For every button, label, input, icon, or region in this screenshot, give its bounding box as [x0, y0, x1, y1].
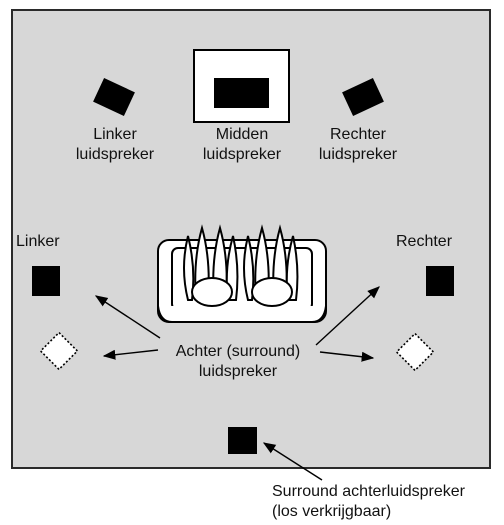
surround-back-label: Surround achterluidspreker (los verkrijg…	[272, 482, 497, 522]
front-right-label-line-1: Rechter	[329, 126, 387, 143]
surround-back-speaker-icon	[228, 427, 257, 454]
center-label-line-1: Midden	[215, 126, 269, 143]
side-left-speaker-icon	[32, 266, 60, 296]
arrow-to-side-left	[94, 295, 161, 339]
center-label: Midden luidspreker	[190, 125, 294, 165]
sofa-icon	[157, 224, 327, 323]
front-right-label: Rechter luidspreker	[308, 125, 408, 165]
surround-back-label-line-2: (los verkrijgbaar)	[272, 503, 392, 520]
arrow-to-side-right	[315, 286, 380, 346]
front-left-speaker-icon	[93, 78, 135, 116]
optional-right-speaker-icon	[395, 332, 435, 372]
arrow-to-optional-right	[319, 351, 375, 362]
arrow-to-surround-back	[262, 442, 323, 481]
side-left-label: Linker	[16, 233, 60, 250]
arrow-to-optional-left	[102, 349, 159, 360]
front-left-label: Linker luidspreker	[66, 125, 164, 165]
side-right-speaker-icon	[426, 266, 454, 296]
surround-back-label-line-1: Surround achterluidspreker	[272, 483, 465, 500]
front-right-speaker-icon	[342, 78, 384, 116]
front-left-label-line-1: Linker	[93, 126, 137, 143]
surround-label-line-1: Achter (surround)	[175, 343, 301, 360]
front-left-label-line-2: luidspreker	[75, 146, 155, 163]
optional-left-speaker-icon	[39, 331, 79, 371]
surround-label-line-2: luidspreker	[198, 363, 278, 380]
side-right-label: Rechter	[396, 233, 453, 250]
tv-icon	[193, 49, 290, 123]
front-right-label-line-2: luidspreker	[318, 146, 398, 163]
surround-label: Achter (surround) luidspreker	[158, 342, 318, 382]
center-label-line-2: luidspreker	[202, 146, 282, 163]
